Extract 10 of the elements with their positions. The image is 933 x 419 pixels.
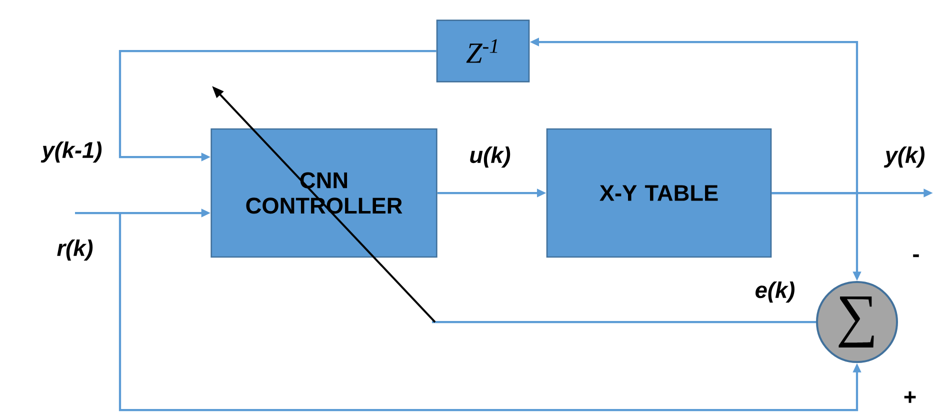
edge-label: y(k-1) xyxy=(40,140,104,164)
summing-junction: ∑ xyxy=(816,281,898,363)
sign-label: - xyxy=(913,254,919,258)
edge-label: u(k) xyxy=(468,145,512,169)
edge-label: y(k) xyxy=(884,145,926,169)
delay-box: Z$^{-1}$ xyxy=(436,20,530,82)
edge-label: e(k) xyxy=(754,280,796,304)
edge-label: r(k) xyxy=(55,238,95,262)
process-box: X-Y TABLE xyxy=(546,128,772,258)
sign-label: + xyxy=(904,391,916,403)
